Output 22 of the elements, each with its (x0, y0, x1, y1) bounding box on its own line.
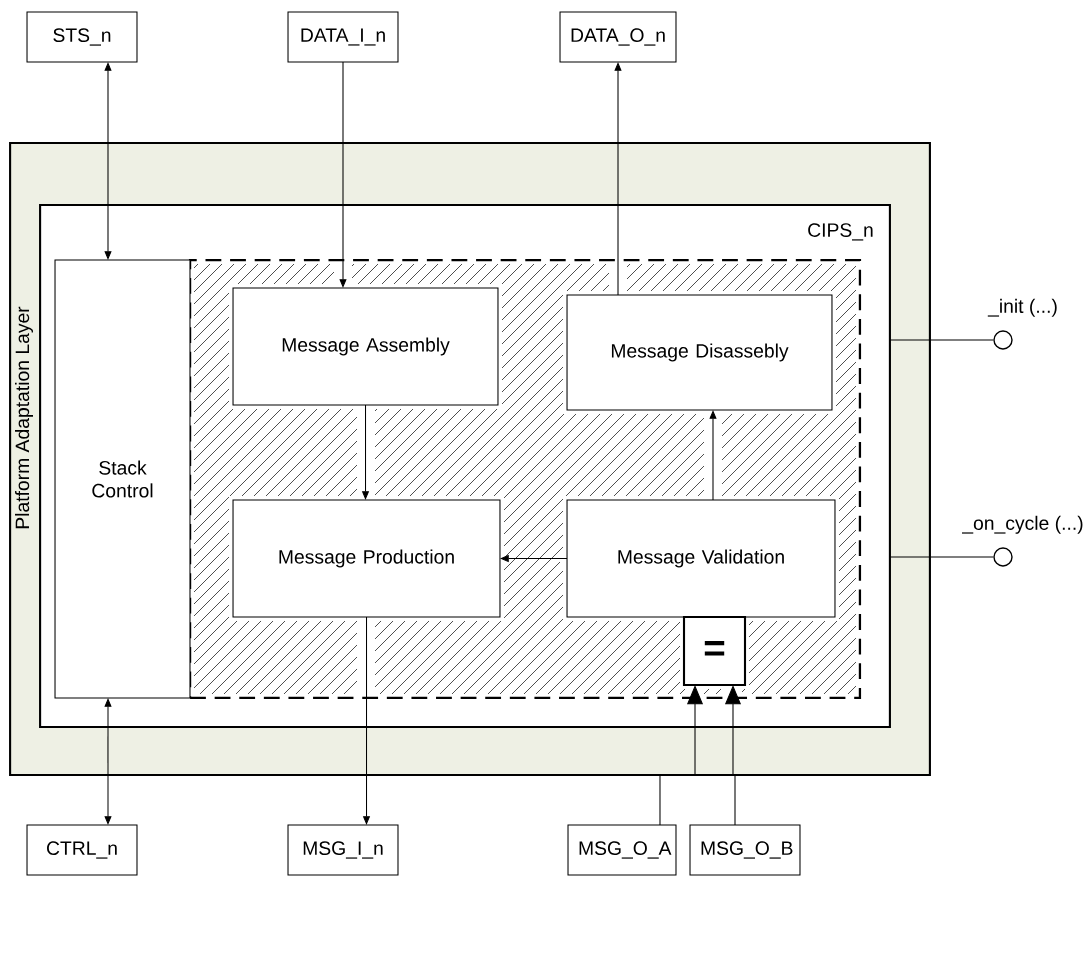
connector-line (889, 339, 994, 341)
signal-box: DATA_O_n (559, 11, 677, 63)
process-box: Message Production (232, 499, 501, 618)
arrow (104, 62, 112, 260)
arrow (104, 698, 112, 825)
signal-box: CTRL_n (26, 824, 138, 876)
process-box: Message Disassebly (566, 294, 833, 411)
arrow (614, 62, 622, 296)
signal-box: MSG_O_A (567, 824, 677, 876)
control-box: Stack Control (54, 259, 191, 699)
hatched-region (188, 258, 862, 700)
port-label: _on_cycle (...) (962, 515, 1083, 534)
signal-box: STS_n (26, 11, 138, 63)
arrow (339, 61, 347, 288)
connector-line (889, 556, 994, 558)
arrow (709, 410, 717, 501)
signal-box: MSG_O_B (689, 824, 801, 876)
process-box: Message Assembly (232, 287, 499, 406)
comparator-box: = (682, 615, 747, 687)
signal-box: DATA_I_n (287, 11, 399, 63)
port-label: _init (...) (987, 298, 1057, 317)
signal-box: MSG_I_n (287, 824, 399, 876)
